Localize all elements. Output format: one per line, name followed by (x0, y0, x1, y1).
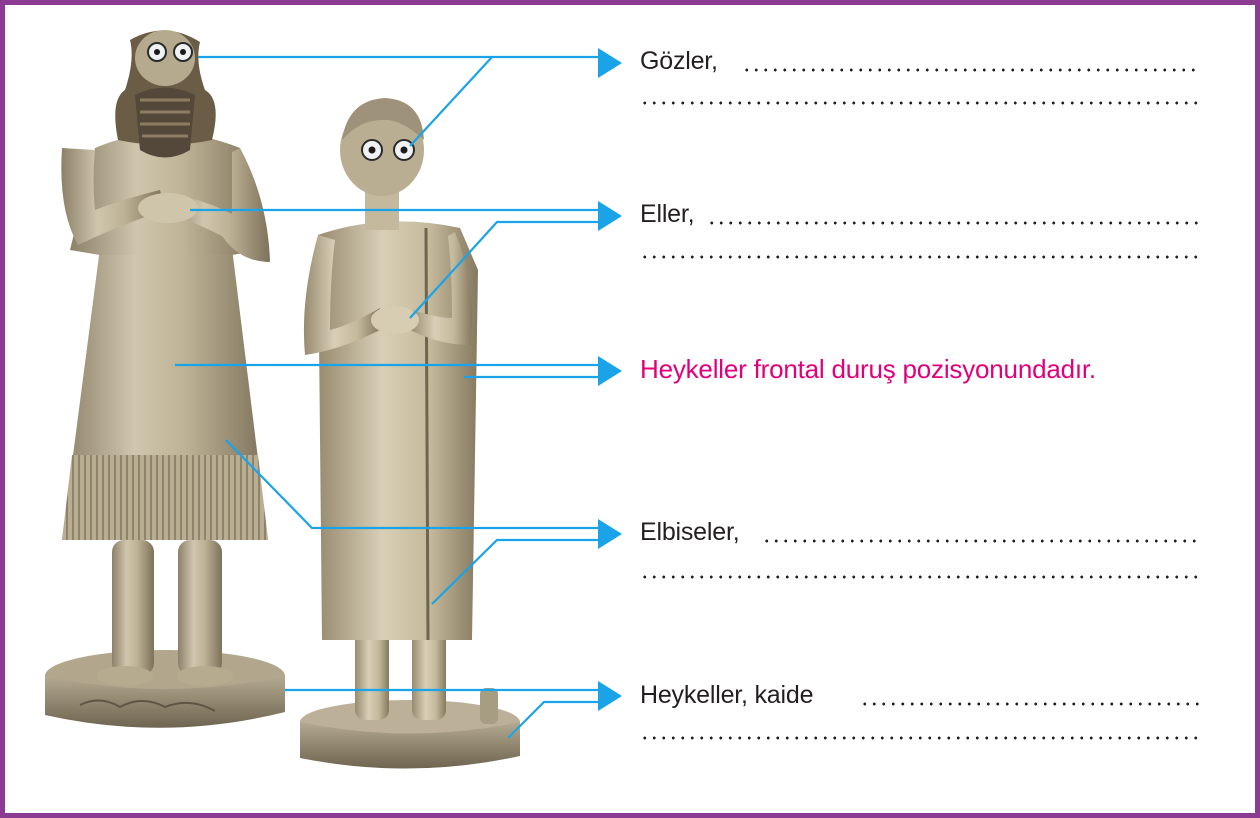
hands-label-text: Eller, (640, 200, 694, 228)
hands-fill-line-1 (707, 221, 1200, 225)
frontal-statement: Heykeller frontal duruş pozisyonundadır. (640, 354, 1096, 384)
frontal-statement-text: Heykeller frontal duruş pozisyonundadır. (640, 354, 1096, 384)
hands-fill-line-2 (640, 255, 1200, 259)
eyes-fill-line-2 (640, 101, 1200, 105)
base-fill-line-2 (640, 736, 1200, 740)
female-statue-figure (300, 98, 520, 769)
clothes-fill-line-1 (762, 539, 1200, 543)
eyes-label-text: Gözler, (640, 47, 718, 75)
base-label: Heykeller, kaide (640, 680, 813, 710)
male-statue-figure (45, 30, 285, 728)
eyes-label: Gözler, (640, 46, 718, 76)
clothes-label: Elbiseler, (640, 517, 739, 547)
base-label-text: Heykeller, kaide (640, 681, 813, 709)
clothes-fill-line-2 (640, 575, 1200, 579)
eyes-fill-line-1 (742, 68, 1200, 72)
clothes-label-text: Elbiseler, (640, 518, 739, 546)
hands-label: Eller, (640, 199, 694, 229)
arrowheads (598, 48, 622, 711)
base-fill-line-1 (860, 702, 1200, 706)
